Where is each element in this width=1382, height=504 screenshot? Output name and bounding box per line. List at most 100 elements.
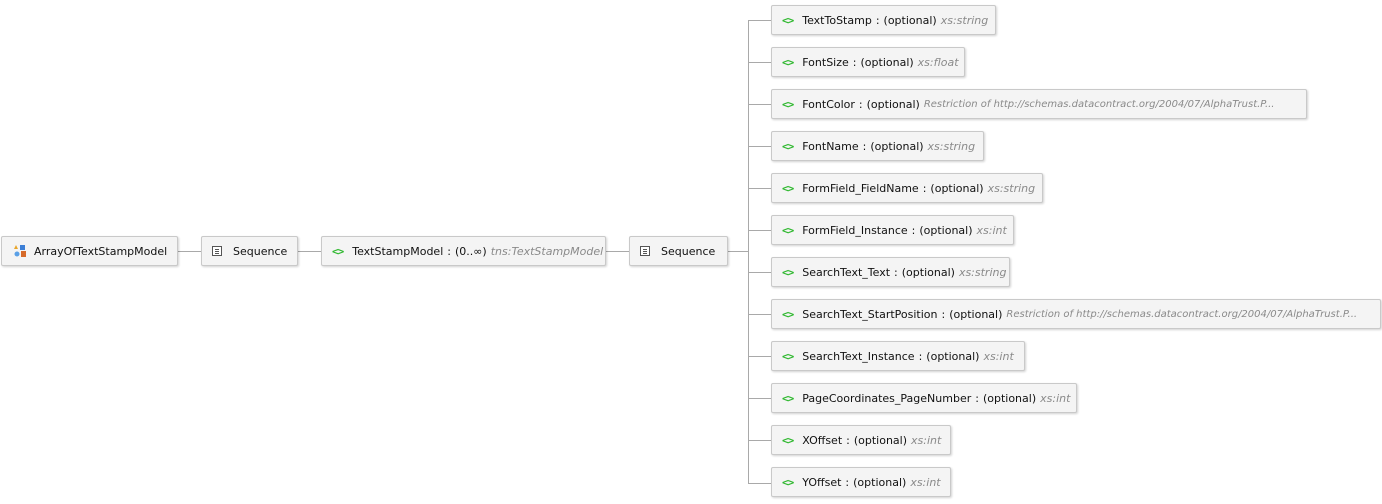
element-separator: : [852,55,857,69]
element-type: xs:string [958,265,1007,279]
branch-connector [748,398,771,399]
sequence-label: Sequence [233,244,288,258]
connector-seq2-trunk [728,251,749,252]
child-element-node[interactable]: <> SearchText_Text:(optional)xs:string [771,257,1010,287]
element-type: xs:int [976,223,1007,237]
sequence-node-1[interactable]: Sequence [201,236,298,266]
element-type: tns:TextStampModel [490,244,604,258]
element-occurrence: (optional) [860,55,914,69]
element-name: FontColor [802,97,855,111]
element-icon: <> [332,244,344,258]
element-icon: <> [782,13,794,27]
branch-connector [748,356,771,357]
element-name: FormField_Instance [802,223,908,237]
sequence-icon [640,246,650,256]
child-element-node[interactable]: <> SearchText_Instance:(optional)xs:int [771,341,1025,371]
model-element-node[interactable]: <> TextStampModel : (0..∞) tns:TextStamp… [321,236,606,266]
branch-connector [748,104,771,105]
root-type-node[interactable]: ArrayOfTextStampModel [1,236,178,266]
element-occurrence: (optional) [883,13,937,27]
branch-connector [748,483,771,484]
element-occurrence: (optional) [982,391,1037,405]
element-name: FormField_FieldName [802,181,919,195]
branch-connector [748,272,771,273]
element-name: SearchText_Text [802,265,891,279]
child-element-node[interactable]: <> FontName:(optional)xs:string [771,131,984,161]
child-element-node[interactable]: <> SearchText_StartPosition:(optional)Re… [771,299,1381,329]
branch-connector [748,314,771,315]
element-name: SearchText_StartPosition [802,307,938,321]
child-element-node[interactable]: <> FormField_Instance:(optional)xs:int [771,215,1014,245]
element-occurrence: (optional) [919,223,973,237]
element-type: xs:string [940,13,989,27]
child-element-node[interactable]: <> PageCoordinates_PageNumber:(optional)… [771,383,1077,413]
element-name: YOffset [802,475,842,489]
element-name: TextToStamp [802,13,872,27]
child-element-node[interactable]: <> FormField_FieldName:(optional)xs:stri… [771,173,1043,203]
element-icon: <> [782,433,794,447]
sequence-node-2[interactable]: Sequence [629,236,728,266]
element-separator: : [862,139,867,153]
element-type: Restriction of http://schemas.datacontra… [1006,308,1358,320]
element-separator: : [846,433,850,447]
element-name: TextStampModel [352,244,444,258]
element-name: PageCoordinates_PageNumber [802,391,972,405]
element-icon: <> [782,349,794,363]
element-type: xs:float [917,55,959,69]
element-separator: : [858,97,863,111]
element-occurrence: (optional) [930,181,984,195]
branch-connector [748,62,771,63]
element-icon: <> [782,55,794,69]
element-separator: : [911,223,916,237]
element-separator: : [894,265,898,279]
element-occurrence: (optional) [926,349,980,363]
element-icon: <> [782,97,794,111]
element-icon: <> [782,391,794,405]
element-name: SearchText_Instance [802,349,915,363]
element-separator: : [918,349,923,363]
element-occurrence: (optional) [901,265,955,279]
element-type: xs:string [927,139,976,153]
complex-type-icon [14,245,26,257]
element-occurrence: (0..∞) [454,244,487,258]
element-type: xs:int [911,433,942,447]
element-separator: : [975,391,979,405]
sequence-icon [212,246,222,256]
element-separator: : [447,244,451,258]
element-type: xs:int [910,475,941,489]
element-icon: <> [782,181,794,195]
element-type: xs:int [983,349,1014,363]
element-icon: <> [782,307,794,321]
branch-connector [748,20,771,21]
element-separator: : [941,307,946,321]
element-type: xs:string [987,181,1036,195]
connector-seq1-model [298,251,321,252]
connector-trunk [748,20,749,484]
connector-root-seq1 [178,251,201,252]
element-icon: <> [782,475,794,489]
element-separator: : [875,13,880,27]
sequence-label: Sequence [661,244,716,258]
element-occurrence: (optional) [853,433,908,447]
branch-connector [748,188,771,189]
element-icon: <> [782,265,794,279]
child-element-node[interactable]: <> FontColor:(optional)Restriction of ht… [771,89,1307,119]
element-occurrence: (optional) [866,97,920,111]
root-type-name: ArrayOfTextStampModel [34,244,168,258]
branch-connector [748,440,771,441]
element-icon: <> [782,223,794,237]
branch-connector [748,230,771,231]
child-element-node[interactable]: <> YOffset:(optional)xs:int [771,467,951,497]
element-name: XOffset [802,433,843,447]
child-element-node[interactable]: <> FontSize:(optional)xs:float [771,47,965,77]
child-element-node[interactable]: <> TextToStamp:(optional)xs:string [771,5,996,35]
element-type: Restriction of http://schemas.datacontra… [923,98,1275,110]
element-separator: : [922,181,927,195]
element-name: FontName [802,139,859,153]
element-name: FontSize [802,55,849,69]
child-element-node[interactable]: <> XOffset:(optional)xs:int [771,425,951,455]
element-occurrence: (optional) [870,139,924,153]
branch-connector [748,146,771,147]
element-occurrence: (optional) [853,475,907,489]
element-type: xs:int [1040,391,1071,405]
